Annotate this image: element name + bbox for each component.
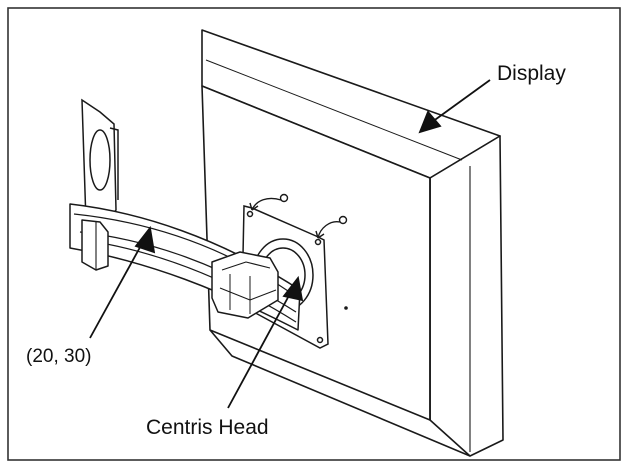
display-side-face [429,135,504,457]
centris-head-detail [221,261,271,271]
screw-hole-icon [314,238,322,246]
arm-leader-line [89,239,145,339]
screw-hole-icon [246,210,254,218]
screw-hole-icon [316,336,324,344]
arrow-head-icon [315,230,325,239]
arm-end-cap [81,219,109,271]
screw-arrow [317,221,341,239]
arm-arrow-head-icon [134,225,156,254]
leader-arrows [89,79,491,409]
label-centris-head: Centris Head [146,416,269,439]
rear-plate-edge [109,127,119,200]
centris-head-body [211,251,279,319]
figure-frame [7,7,621,461]
label-display: Display [497,62,566,85]
centris-head-ribs [229,274,251,314]
rear-plate-ring [89,129,111,191]
label-arm: (20, 30) [26,346,91,367]
head-leader-line [227,289,293,409]
screws [249,193,348,239]
screw-icon [279,193,289,203]
screw-icon [338,215,348,225]
display-top-bevel [205,59,463,161]
arrow-head-icon [249,202,259,211]
display-leader-line [431,79,491,123]
display-bottom-edge [209,329,471,457]
screw-arrow [251,197,282,211]
display-arrow-head-icon [418,110,442,134]
centris-head [211,251,279,319]
head-arrow-head-icon [282,275,304,302]
display-dot [344,306,348,310]
